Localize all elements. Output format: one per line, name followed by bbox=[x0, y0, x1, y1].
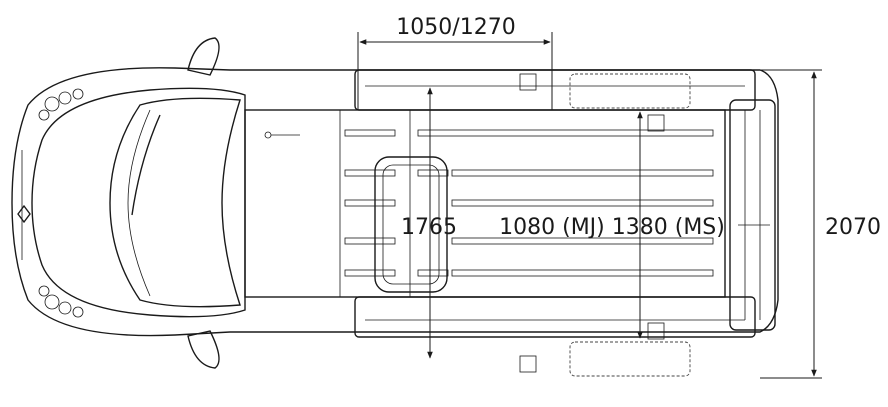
label-load-length: 1050/1270 bbox=[396, 15, 515, 40]
rail-mount bbox=[647, 322, 665, 340]
label-overall-width: 2070 bbox=[825, 215, 881, 240]
label-rail-width: 1080 (MJ) 1380 (MS) bbox=[499, 215, 725, 240]
rail-mount bbox=[519, 73, 537, 91]
van-body bbox=[11, 37, 779, 369]
headlight-top bbox=[38, 88, 84, 121]
rail-mount bbox=[519, 355, 537, 373]
windshield bbox=[109, 97, 241, 308]
roof-hatch bbox=[374, 156, 448, 293]
dimension-load-length: 1050/1270 bbox=[357, 15, 553, 110]
roof-panel bbox=[244, 109, 726, 298]
dashed-area-top bbox=[569, 73, 691, 109]
dimension-overall-width: 2070 bbox=[760, 69, 881, 379]
roof bbox=[244, 69, 776, 377]
dimension-interior-width: 1765 bbox=[401, 87, 457, 359]
rail-mount bbox=[647, 114, 665, 132]
label-interior-width: 1765 bbox=[401, 215, 457, 240]
antenna-icon bbox=[264, 131, 300, 139]
rear-doors bbox=[729, 99, 776, 331]
mirror-bottom bbox=[187, 330, 220, 369]
side-rail-bottom bbox=[354, 296, 756, 338]
side-rail-top bbox=[354, 69, 756, 111]
headlight-bottom bbox=[38, 285, 84, 318]
dashed-area-bottom bbox=[569, 341, 691, 377]
wiper bbox=[131, 114, 161, 216]
roof-crossbars bbox=[344, 129, 714, 277]
dimension-rail-width: 1080 (MJ) 1380 (MS) bbox=[499, 111, 725, 339]
logo-icon bbox=[17, 204, 31, 224]
hood bbox=[31, 87, 246, 318]
mirror-top bbox=[187, 37, 220, 76]
